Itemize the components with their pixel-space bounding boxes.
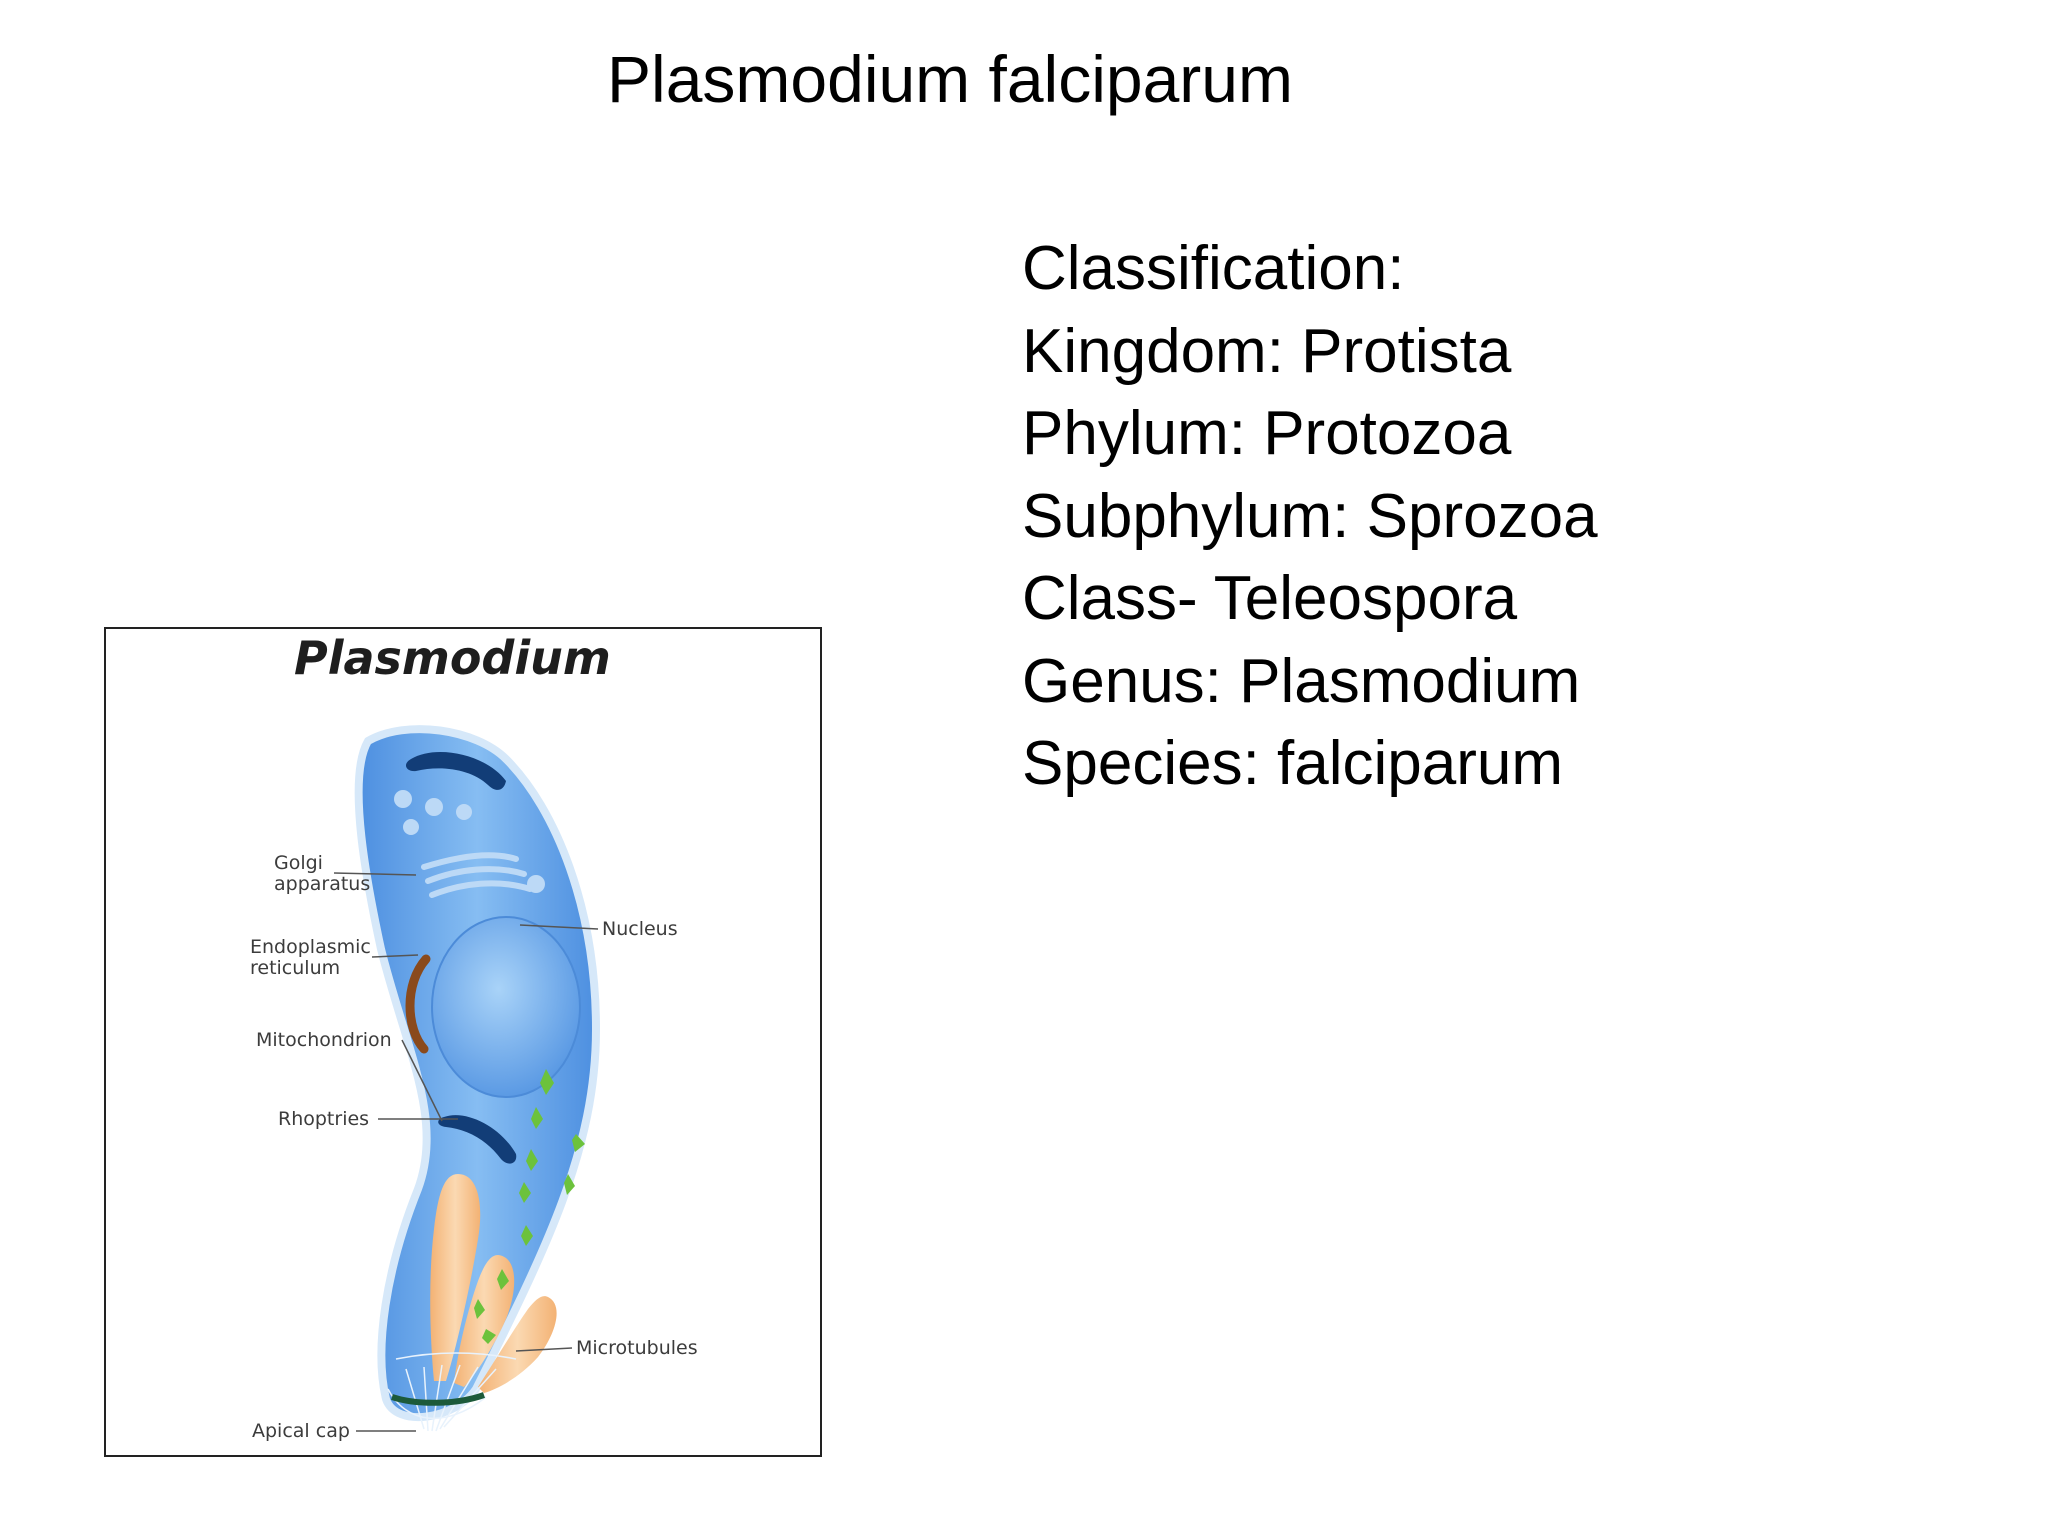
- classification-list: Classification: Kingdom: Protista Phylum…: [1022, 228, 1598, 806]
- endoplasmic-reticulum-left: [405, 954, 431, 1054]
- leader-microtubules: [515, 1347, 573, 1352]
- label-golgi-line2: apparatus: [274, 873, 370, 895]
- mitochondrion-middle: [438, 1115, 517, 1164]
- classification-subphylum: Subphylum: Sprozoa: [1022, 481, 1598, 551]
- label-microtubules: Microtubules: [576, 1337, 698, 1359]
- plasmodium-diagram: Plasmodium: [104, 627, 822, 1457]
- leader-mitochondrion: [401, 1039, 443, 1122]
- rhoptry: [478, 1296, 557, 1393]
- vesicle: [394, 790, 412, 808]
- leader-er: [371, 954, 419, 958]
- classification-kingdom: Kingdom: Protista: [1022, 316, 1512, 386]
- label-golgi-line1: Golgi: [274, 852, 323, 874]
- figure-title: Plasmodium: [294, 631, 611, 685]
- mitochondrion-top: [405, 752, 506, 790]
- vesicle: [456, 804, 472, 820]
- apical-ring: [391, 1392, 486, 1406]
- classification-class: Class- Teleospora: [1022, 564, 1518, 633]
- golgi-apparatus: [421, 852, 533, 898]
- vesicle: [425, 798, 443, 816]
- nucleus: [431, 916, 581, 1098]
- classification-phylum: Phylum: Protozoa: [1022, 399, 1512, 468]
- leader-nucleus: [519, 924, 599, 930]
- leader-golgi: [333, 872, 417, 876]
- label-nucleus: Nucleus: [602, 918, 678, 940]
- micronemes: [474, 1069, 585, 1344]
- plasmodium-illustration: Plasmodium: [250, 631, 698, 1442]
- label-mitochondrion: Mitochondrion: [256, 1029, 392, 1051]
- label-er-line1: Endoplasmic: [250, 936, 371, 958]
- label-rhoptries: Rhoptries: [278, 1108, 369, 1130]
- classification-genus: Genus: Plasmodium: [1022, 646, 1581, 716]
- classification-heading: Classification:: [1022, 234, 1405, 303]
- label-apical-cap: Apical cap: [252, 1420, 350, 1442]
- vesicle: [403, 819, 419, 835]
- classification-species: Species: falciparum: [1022, 729, 1564, 798]
- rhoptry: [430, 1174, 481, 1381]
- label-er-line2: reticulum: [250, 957, 340, 979]
- slide-title: Plasmodium falciparum: [607, 42, 1293, 116]
